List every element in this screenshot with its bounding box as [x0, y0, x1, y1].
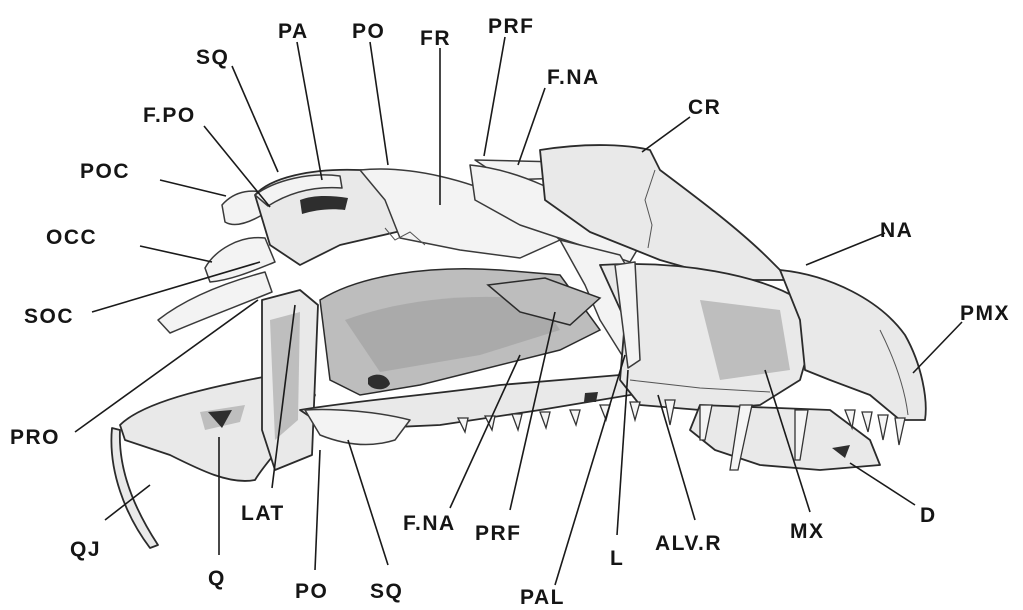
- label-fpo: F.PO: [143, 104, 196, 127]
- label-fna-top: F.NA: [547, 66, 600, 89]
- label-q: Q: [208, 567, 226, 590]
- label-po-bottom: PO: [295, 580, 328, 603]
- label-poc: POC: [80, 160, 130, 183]
- label-l: L: [610, 547, 624, 570]
- premaxilla: [780, 270, 926, 420]
- label-occ: OCC: [46, 226, 97, 249]
- skull-illustration: [111, 145, 925, 548]
- label-fr: FR: [420, 27, 451, 50]
- label-na: NA: [880, 219, 913, 242]
- label-cr: CR: [688, 96, 721, 119]
- label-soc: SOC: [24, 305, 74, 328]
- label-alvr: ALV.R: [655, 532, 722, 555]
- label-pro: PRO: [10, 426, 60, 449]
- label-pal: PAL: [520, 586, 565, 609]
- label-d: D: [920, 504, 937, 527]
- label-prf-bottom: PRF: [475, 522, 522, 545]
- label-fna-bottom: F.NA: [403, 512, 456, 535]
- label-sq-top: SQ: [196, 46, 229, 69]
- label-po-top: PO: [352, 20, 385, 43]
- label-mx: MX: [790, 520, 825, 543]
- label-sq-bottom: SQ: [370, 580, 403, 603]
- label-prf-top: PRF: [488, 15, 535, 38]
- label-qj: QJ: [70, 538, 101, 561]
- label-pmx: PMX: [960, 302, 1010, 325]
- label-lat: LAT: [241, 502, 285, 525]
- label-pa: PA: [278, 20, 309, 43]
